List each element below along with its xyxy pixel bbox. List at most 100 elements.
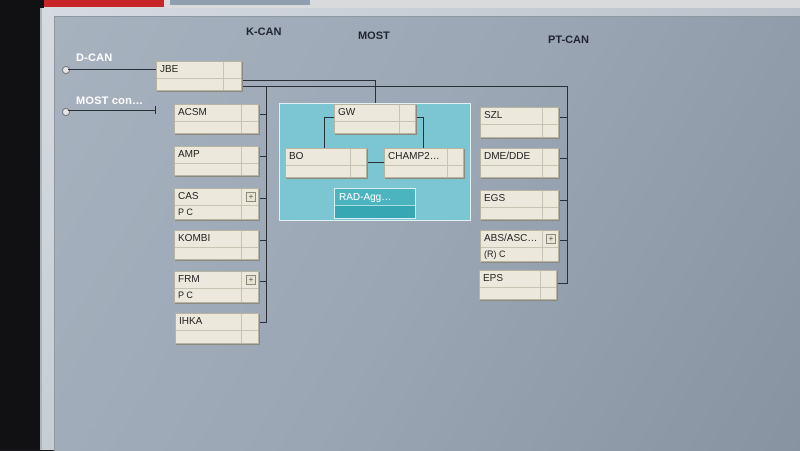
most-drop-line xyxy=(375,80,376,104)
ecu-header xyxy=(175,105,258,122)
dcan-connector-dot xyxy=(62,66,70,74)
ecu-amp[interactable]: AMP xyxy=(174,146,259,176)
ecu-divider xyxy=(542,191,543,219)
kcan-vertical-line xyxy=(266,86,267,322)
ecu-ihka[interactable]: IHKA xyxy=(175,313,259,344)
stub-acsm xyxy=(257,114,267,115)
ecu-header xyxy=(335,105,415,122)
ecu-gw-label: GW xyxy=(338,107,356,118)
ecu-cas-status: P C xyxy=(178,207,193,217)
dcan-line xyxy=(68,69,156,70)
bus-label-ptcan: PT-CAN xyxy=(548,34,589,46)
ptcan-vertical-line xyxy=(567,86,568,284)
ecu-divider xyxy=(223,62,224,90)
ecu-cas[interactable]: CAS + P C xyxy=(174,188,259,220)
ecu-divider xyxy=(241,231,242,259)
bus-label-kcan: K-CAN xyxy=(246,26,282,38)
ecu-header xyxy=(175,189,258,206)
ecu-header xyxy=(480,271,556,288)
ecu-abs-asc-status: (R) C xyxy=(484,249,506,259)
ptcan-trunk-line xyxy=(241,86,568,87)
bus-label-most-con: MOST con… xyxy=(76,95,144,107)
tab-active[interactable] xyxy=(44,0,164,7)
ecu-header xyxy=(481,231,558,248)
ecu-egs-label: EGS xyxy=(484,193,506,204)
plus-square-icon[interactable]: + xyxy=(546,234,556,244)
stub-eps xyxy=(555,283,568,284)
ecu-header xyxy=(157,62,241,79)
ecu-divider xyxy=(542,149,543,177)
ecu-rad-label: RAD-Agg… xyxy=(339,192,392,203)
ecu-rad-lower xyxy=(335,205,415,218)
ecu-jbe[interactable]: JBE xyxy=(156,61,242,91)
ecu-header xyxy=(175,147,258,164)
ecu-divider xyxy=(241,314,242,343)
ecu-header xyxy=(286,149,366,166)
ecu-divider xyxy=(540,271,541,299)
ecu-divider xyxy=(241,147,242,175)
most-ring-left xyxy=(324,117,325,150)
ecu-divider xyxy=(350,149,351,177)
stub-ihka xyxy=(257,322,267,323)
tab-inactive[interactable] xyxy=(170,0,310,5)
stub-frm xyxy=(257,281,267,282)
ecu-dme-label: DME/DDE xyxy=(484,151,531,162)
most-connector-dot xyxy=(62,108,70,116)
ecu-champ2[interactable]: CHAMP2… xyxy=(384,148,464,178)
ecu-header xyxy=(385,149,463,166)
bus-label-most: MOST xyxy=(358,30,390,42)
monitor-bezel xyxy=(0,0,44,450)
ecu-header xyxy=(175,231,258,248)
ecu-acsm[interactable]: ACSM xyxy=(174,104,259,134)
ecu-header xyxy=(481,149,558,166)
plus-square-icon[interactable]: + xyxy=(246,275,256,285)
ecu-header xyxy=(481,191,558,208)
ecu-eps[interactable]: EPS xyxy=(479,270,557,300)
ecu-eps-label: EPS xyxy=(483,273,504,284)
most-ring-right xyxy=(423,117,424,150)
ecu-kombi-label: KOMBI xyxy=(178,233,211,244)
ecu-ihka-label: IHKA xyxy=(179,316,203,327)
ecu-champ2-label: CHAMP2… xyxy=(388,151,440,162)
ecu-frm[interactable]: FRM + P C xyxy=(174,271,259,303)
most-ring-left-top xyxy=(324,117,334,118)
ecu-acsm-label: ACSM xyxy=(178,107,207,118)
ecu-header xyxy=(176,314,258,331)
ecu-abs-asc[interactable]: ABS/ASC… + (R) C xyxy=(480,230,559,262)
ecu-divider xyxy=(241,189,242,219)
ecu-kombi[interactable]: KOMBI xyxy=(174,230,259,260)
ecu-jbe-label: JBE xyxy=(160,64,179,75)
ecu-frm-label: FRM xyxy=(178,274,200,285)
ecu-amp-label: AMP xyxy=(178,149,200,160)
ecu-bo-label: BO xyxy=(289,151,304,162)
ecu-divider xyxy=(447,149,448,177)
most-con-end xyxy=(155,106,156,114)
ecu-divider xyxy=(542,231,543,261)
ecu-abs-asc-label: ABS/ASC… xyxy=(484,233,538,244)
ecu-header xyxy=(481,108,558,125)
stub-abs xyxy=(557,240,568,241)
ecu-gw[interactable]: GW xyxy=(334,104,416,134)
jbe-most-line xyxy=(241,80,376,81)
most-ring-right-top xyxy=(414,117,424,118)
ecu-szl[interactable]: SZL xyxy=(480,107,559,138)
ecu-divider xyxy=(241,272,242,302)
stub-dme xyxy=(557,158,568,159)
ecu-egs[interactable]: EGS xyxy=(480,190,559,220)
stub-szl xyxy=(557,117,568,118)
ecu-rad[interactable]: RAD-Agg… xyxy=(334,188,416,219)
ecu-szl-label: SZL xyxy=(484,110,503,121)
ecu-cas-label: CAS xyxy=(178,191,199,202)
ecu-dme[interactable]: DME/DDE xyxy=(480,148,559,178)
ecu-divider xyxy=(241,105,242,133)
ecu-divider xyxy=(399,105,400,133)
plus-square-icon[interactable]: + xyxy=(246,192,256,202)
stub-cas xyxy=(257,198,267,199)
stub-egs xyxy=(557,200,568,201)
ecu-header xyxy=(175,272,258,289)
bus-label-dcan: D-CAN xyxy=(76,52,113,64)
ecu-bo[interactable]: BO xyxy=(285,148,367,178)
stub-kombi xyxy=(257,240,267,241)
ecu-frm-status: P C xyxy=(178,290,193,300)
most-con-line xyxy=(68,110,156,111)
